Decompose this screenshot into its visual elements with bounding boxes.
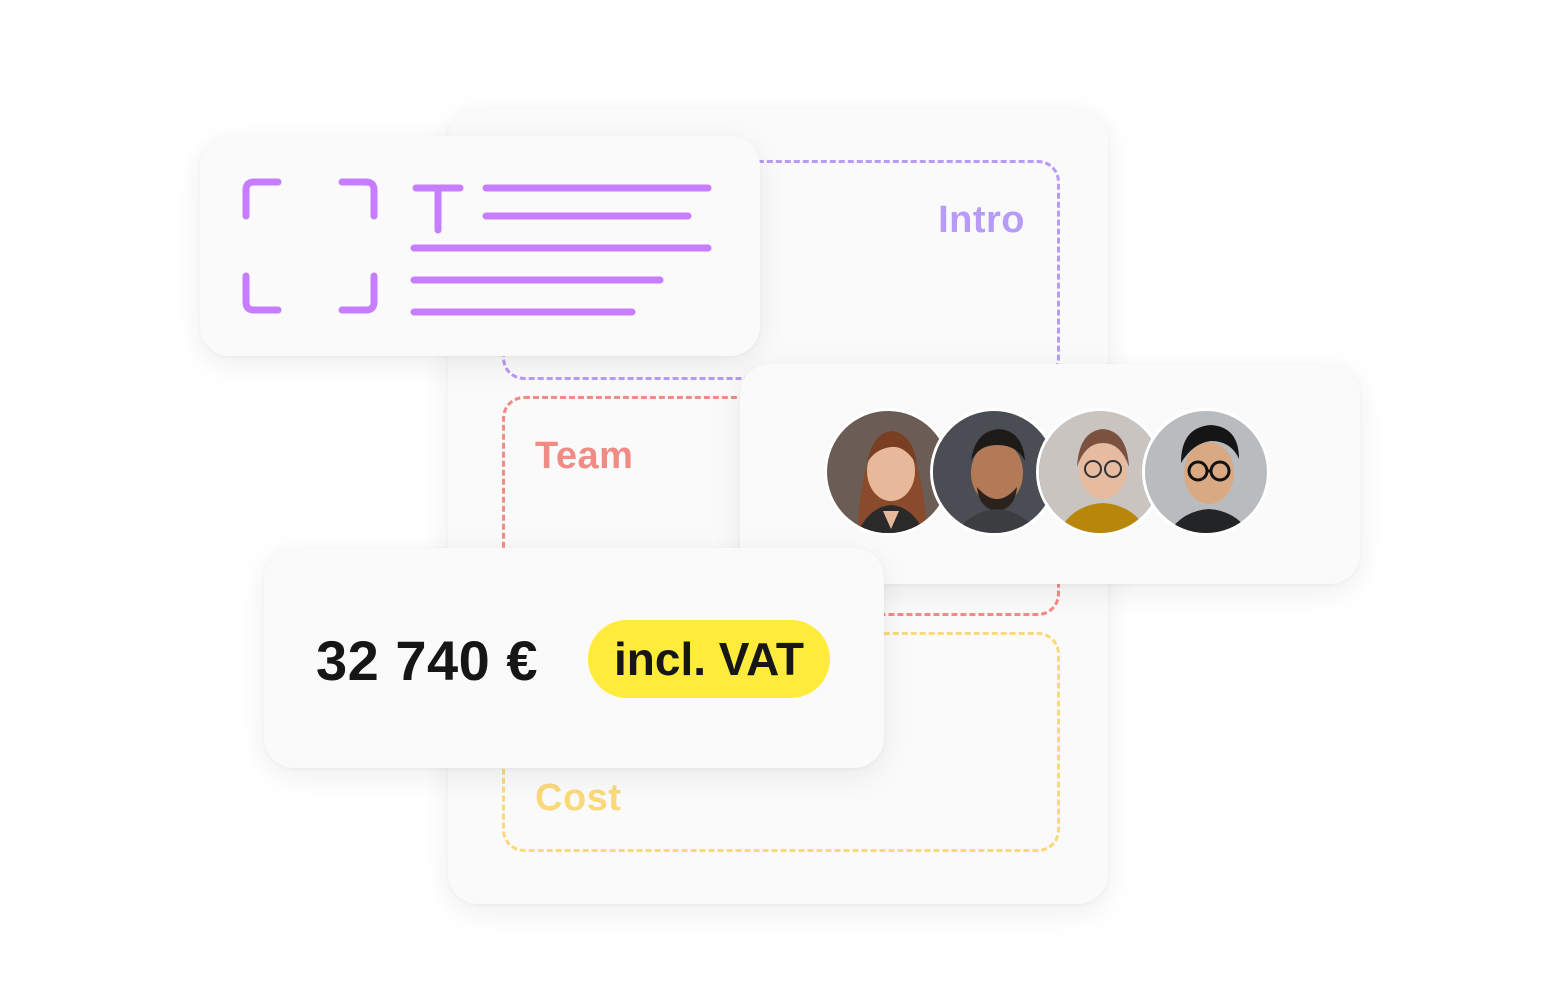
- avatar: [930, 408, 1058, 536]
- price-card[interactable]: 32 740 € incl. VAT: [264, 548, 884, 768]
- text-block-icon: [410, 184, 712, 316]
- section-intro-label: Intro: [938, 199, 1025, 241]
- avatar: [1036, 408, 1164, 536]
- team-card[interactable]: [740, 364, 1360, 584]
- avatar: [1142, 408, 1270, 536]
- section-team-label: Team: [535, 435, 634, 477]
- vat-badge: incl. VAT: [588, 620, 830, 698]
- avatar-group: [824, 408, 1284, 536]
- price-total: 32 740 €: [316, 629, 538, 692]
- section-cost-label: Cost: [535, 777, 622, 819]
- avatar: [824, 408, 952, 536]
- text-block-card[interactable]: [200, 136, 760, 356]
- image-frame-icon: [242, 178, 378, 314]
